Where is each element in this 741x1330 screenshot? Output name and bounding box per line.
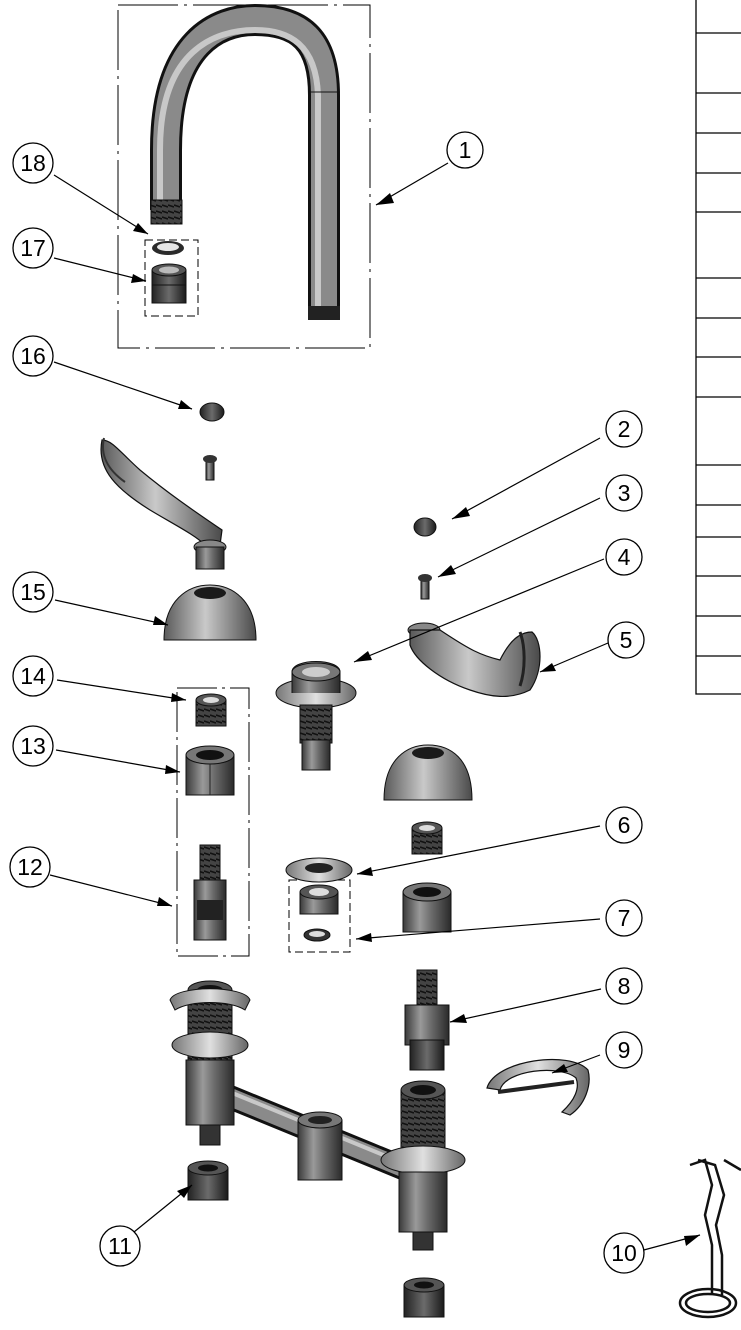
callout-8: 8	[605, 967, 643, 1005]
svg-text:16: 16	[20, 343, 46, 369]
callout-3: 3	[605, 474, 643, 512]
svg-text:18: 18	[20, 150, 46, 176]
svg-text:14: 14	[20, 663, 46, 689]
right-cartridge	[404, 969, 450, 1071]
left-cartridge	[193, 844, 227, 941]
callout-14: 14	[12, 655, 54, 697]
callout-5: 5	[607, 621, 645, 659]
callout-13: 13	[12, 725, 54, 767]
svg-text:6: 6	[618, 812, 631, 838]
callout-15: 15	[12, 571, 54, 613]
right-stem-locknut	[411, 821, 443, 855]
svg-text:5: 5	[620, 627, 633, 653]
right-wrist-blade-handle	[407, 622, 541, 697]
parts-table	[695, 0, 741, 695]
svg-text:13: 13	[20, 733, 46, 759]
left-escutcheon-cap	[163, 584, 257, 641]
right-handle-screw	[418, 574, 432, 600]
svg-text:1: 1	[459, 137, 472, 163]
spout-washer-group-box	[144, 239, 199, 317]
callout-17: 17	[12, 227, 54, 269]
left-wrist-blade-handle	[100, 437, 227, 570]
callout-11: 11	[99, 1225, 141, 1267]
svg-text:2: 2	[618, 416, 631, 442]
right-escutcheon-cap	[383, 744, 473, 801]
leader-arrowheads	[131, 193, 700, 1246]
left-stem-locknut	[195, 693, 227, 727]
lock-washer-clip	[486, 1058, 590, 1116]
nut-and-washer	[299, 884, 339, 942]
svg-text:7: 7	[618, 905, 631, 931]
spout-o-ring	[152, 241, 184, 255]
callout-2: 2	[605, 410, 643, 448]
callout-6: 6	[605, 806, 643, 844]
callout-18: 18	[12, 142, 54, 184]
spout-nut	[151, 263, 187, 304]
svg-text:9: 9	[618, 1037, 631, 1063]
cartridge-group-box	[176, 687, 250, 957]
svg-text:3: 3	[618, 480, 631, 506]
right-index-button	[413, 517, 437, 537]
bottom-hex-nut-left	[187, 1160, 229, 1201]
friction-washer	[285, 857, 353, 883]
callout-4: 4	[605, 538, 643, 576]
left-bonnet-nut	[185, 745, 235, 796]
svg-text:11: 11	[108, 1233, 132, 1259]
svg-text:12: 12	[17, 854, 43, 880]
svg-text:17: 17	[20, 235, 46, 261]
callout-12: 12	[9, 846, 51, 888]
bottom-hex-nut-right	[403, 1277, 445, 1318]
callout-16: 16	[12, 335, 54, 377]
svg-text:15: 15	[20, 579, 46, 605]
svg-text:4: 4	[618, 544, 631, 570]
svg-text:8: 8	[618, 973, 631, 999]
left-index-button	[199, 402, 225, 422]
callout-1: 1	[446, 131, 484, 169]
leader-lines	[49, 162, 701, 1252]
callout-10: 10	[603, 1232, 645, 1274]
callout-7: 7	[605, 899, 643, 937]
right-bonnet-nut	[402, 882, 452, 933]
stop-valve-body	[275, 661, 357, 771]
svg-text:10: 10	[611, 1240, 637, 1266]
wire-bracket	[678, 1158, 741, 1319]
faucet-body	[169, 980, 466, 1251]
gooseneck-spout	[150, 3, 340, 320]
left-handle-screw	[203, 455, 217, 481]
callout-9: 9	[605, 1031, 643, 1069]
